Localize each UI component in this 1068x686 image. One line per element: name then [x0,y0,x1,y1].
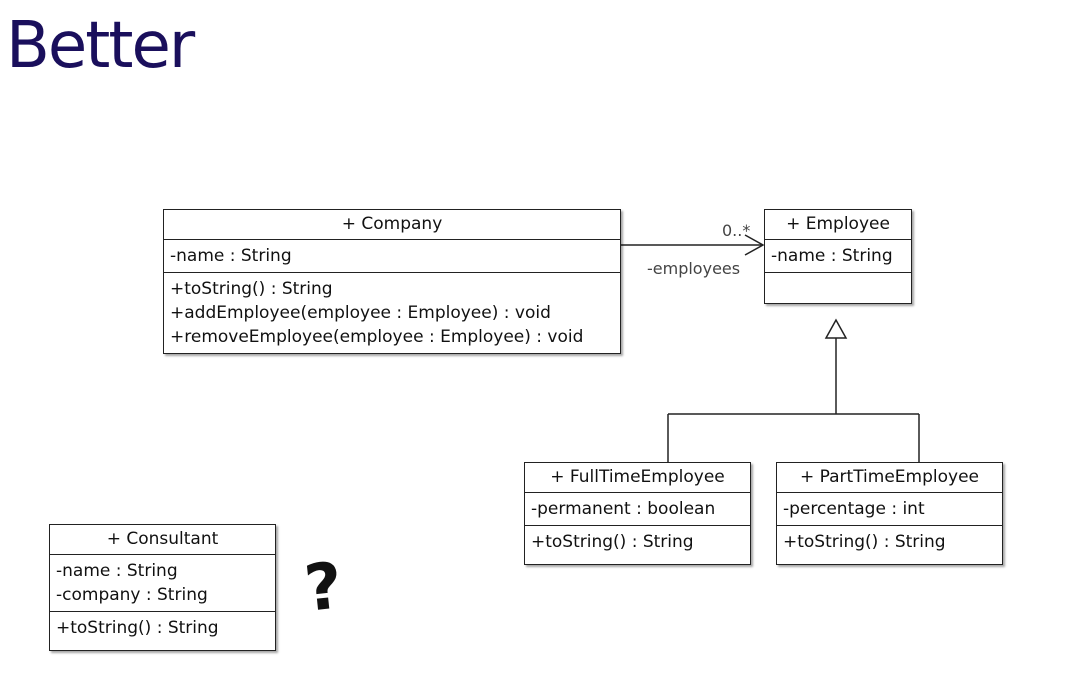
class-consultant-attributes: -name : String -company : String [50,555,275,612]
class-employee-attributes: -name : String [765,240,911,273]
attribute: -name : String [170,246,292,266]
class-company-attributes: -name : String [164,240,620,273]
class-company-operations: +toString() : String +addEmployee(employ… [164,273,620,353]
class-company-name: + Company [164,210,620,240]
generalization-triangle [824,318,848,339]
association-multiplicity: 0..* [722,221,751,240]
attribute: -permanent : boolean [531,499,716,519]
class-fulltimeemployee-operations: +toString() : String [525,526,750,564]
operation: +toString() : String [783,532,946,552]
class-consultant-name: + Consultant [50,525,275,555]
association-role: -employees [647,259,741,278]
page-title: Better [6,9,195,83]
operation: +toString() : String [531,532,694,552]
class-parttimeemployee-name: + PartTimeEmployee [777,463,1002,493]
class-fulltimeemployee[interactable]: + FullTimeEmployee -permanent : boolean … [524,462,751,565]
class-employee-name: + Employee [765,210,911,240]
class-employee[interactable]: + Employee -name : String [764,209,912,304]
class-fulltimeemployee-attributes: -permanent : boolean [525,493,750,526]
attribute: -company : String [56,585,208,605]
class-parttimeemployee-attributes: -percentage : int [777,493,1002,526]
attribute: -name : String [771,246,893,266]
attribute: -percentage : int [783,499,925,519]
operation: +removeEmployee(employee : Employee) : v… [170,327,584,347]
class-consultant[interactable]: + Consultant -name : String -company : S… [49,524,276,651]
operation: +addEmployee(employee : Employee) : void [170,303,551,323]
class-parttimeemployee[interactable]: + PartTimeEmployee -percentage : int +to… [776,462,1003,565]
class-consultant-operations: +toString() : String [50,612,275,650]
operation: +toString() : String [170,279,333,299]
attribute: -name : String [56,561,178,581]
class-employee-operations [765,273,911,303]
class-fulltimeemployee-name: + FullTimeEmployee [525,463,750,493]
association-arrowhead [744,234,765,256]
class-parttimeemployee-operations: +toString() : String [777,526,1002,564]
class-company[interactable]: + Company -name : String +toString() : S… [163,209,621,354]
operation: +toString() : String [56,618,219,638]
question-mark-annotation: ? [301,549,346,627]
